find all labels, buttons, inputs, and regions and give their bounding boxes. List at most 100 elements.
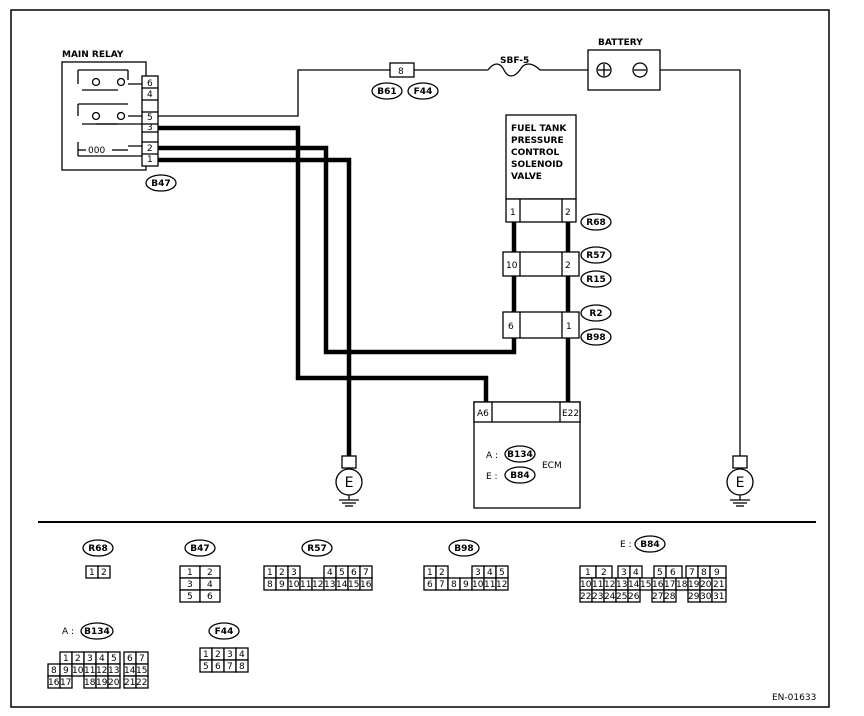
legend-b47: B47 1 2 3 4 5 6 xyxy=(179,539,221,603)
legend-b134-pin: 18 xyxy=(84,678,96,688)
legend-r68-pin: 1 xyxy=(89,568,95,578)
legend-b84-pin: 14 xyxy=(628,580,640,590)
r57-pin-2: 2 xyxy=(565,261,571,271)
ground-right-label: E xyxy=(736,475,745,491)
relay-pin-3: 3 xyxy=(147,123,153,133)
valve-label-line2: PRESSURE xyxy=(511,136,564,146)
legend-tag-f44: F44 xyxy=(215,627,234,637)
legend-b98-pin: 7 xyxy=(439,580,445,590)
legend-b84-pin: 9 xyxy=(714,568,720,578)
legend-b84-pin: 4 xyxy=(633,568,639,578)
legend-r57-pin: 14 xyxy=(336,580,348,590)
legend-b47-pin: 1 xyxy=(187,568,193,578)
legend-b98-pin: 1 xyxy=(427,568,433,578)
main-relay: MAIN RELAY 000 xyxy=(61,50,147,171)
r2-pin-1: 1 xyxy=(566,322,572,332)
legend-b98-pin: 10 xyxy=(472,580,484,590)
battery-label: BATTERY xyxy=(598,38,643,48)
legend-b84-pin: 22 xyxy=(580,592,591,602)
ecm-pin-e22: E22 xyxy=(562,409,579,419)
legend-b47-pin: 4 xyxy=(207,580,213,590)
legend-b84-pin: 1 xyxy=(585,568,591,578)
legend-b98-pin: 9 xyxy=(463,580,469,590)
legend-b98-pin: 11 xyxy=(484,580,495,590)
legend-r57-pin: 7 xyxy=(363,568,369,578)
legend-tag-b84: B84 xyxy=(640,540,659,550)
legend-f44-pin: 4 xyxy=(239,650,245,660)
relay-pin-1: 1 xyxy=(147,155,153,165)
legend-b134-pin: 17 xyxy=(60,678,71,688)
legend-b134-pin: 2 xyxy=(75,654,81,664)
legend-b84-pin: 12 xyxy=(604,580,615,590)
connector-legend: R68 1 2 B47 1 2 3 4 5 6 R57 1 2 3 4 5 6 … xyxy=(47,535,727,689)
legend-b134-pin: 7 xyxy=(139,654,145,664)
legend-f44-pin: 3 xyxy=(227,650,233,660)
legend-b84-pin: 6 xyxy=(670,568,676,578)
legend-b84-pin: 2 xyxy=(601,568,607,578)
legend-b84-pin: 24 xyxy=(604,592,616,602)
relay-pin-5: 5 xyxy=(147,113,153,123)
legend-b84-prefix: E : xyxy=(620,540,632,550)
legend-r57-pin: 13 xyxy=(324,580,335,590)
legend-f44-pin: 5 xyxy=(203,662,209,672)
ecm-prefix-e: E : xyxy=(486,472,498,482)
legend-f44-pin: 2 xyxy=(215,650,221,660)
tag-b134: B134 xyxy=(507,450,533,460)
legend-b134-pin: 3 xyxy=(87,654,93,664)
f44-pin: 8 xyxy=(398,67,404,77)
fuse-label: SBF-5 xyxy=(500,56,529,66)
r57-pin-10: 10 xyxy=(506,261,518,271)
legend-f44-pin: 6 xyxy=(215,662,221,672)
legend-b84-pin: 27 xyxy=(652,592,663,602)
legend-r57-pin: 9 xyxy=(279,580,285,590)
tag-b84: B84 xyxy=(510,471,529,481)
legend-b98-pin: 5 xyxy=(499,568,505,578)
legend-r57-pin: 6 xyxy=(351,568,357,578)
legend-b84-pin: 16 xyxy=(652,580,664,590)
ecm: A6 E22 A : B134 E : B84 ECM xyxy=(473,401,581,509)
legend-r57-pin: 5 xyxy=(339,568,345,578)
legend-b84-pin: 28 xyxy=(664,592,676,602)
legend-b84-pin: 5 xyxy=(657,568,663,578)
legend-b47-pin: 5 xyxy=(187,592,193,602)
legend-b134-pin: 4 xyxy=(99,654,105,664)
legend-b84-pin: 13 xyxy=(616,580,627,590)
legend-r57-pin: 10 xyxy=(288,580,300,590)
legend-b134-prefix: A : xyxy=(62,627,74,637)
r68-pin-1: 1 xyxy=(510,208,516,218)
tag-r2: R2 xyxy=(589,309,602,319)
legend-b84-pin: 26 xyxy=(628,592,640,602)
legend-b134-pin: 12 xyxy=(96,666,107,676)
legend-b84-pin: 8 xyxy=(701,568,707,578)
legend-tag-b47: B47 xyxy=(190,544,209,554)
legend-b98-pin: 3 xyxy=(475,568,481,578)
legend-b98-pin: 4 xyxy=(487,568,493,578)
legend-b84-pin: 25 xyxy=(616,592,627,602)
solenoid-valve: FUEL TANK PRESSURE CONTROL SOLENOID VALV… xyxy=(505,114,577,223)
legend-b84-pin: 20 xyxy=(700,580,712,590)
valve-label-line1: FUEL TANK xyxy=(511,124,567,134)
figure-id: EN-01633 xyxy=(772,693,816,703)
connector-r2-b98: 6 1 xyxy=(502,311,580,339)
legend-b98-pin: 2 xyxy=(439,568,445,578)
legend-b98: B98 1 2 3 4 5 6 7 8 9 10 11 12 xyxy=(423,539,509,591)
legend-r57-pin: 1 xyxy=(267,568,273,578)
legend-b84-pin: 30 xyxy=(700,592,712,602)
connector-r57-r15: 10 2 xyxy=(502,251,580,277)
legend-b84-pin: 3 xyxy=(621,568,627,578)
legend-b84-pin: 7 xyxy=(689,568,695,578)
legend-r57-pin: 15 xyxy=(348,580,359,590)
legend-r57-pin: 3 xyxy=(291,568,297,578)
legend-b98-pin: 8 xyxy=(451,580,457,590)
legend-r68-pin: 2 xyxy=(101,568,107,578)
coil-symbol: 000 xyxy=(88,146,105,156)
legend-b84-pin: 17 xyxy=(664,580,675,590)
ecm-label: ECM xyxy=(542,461,562,471)
legend-f44-pin: 1 xyxy=(203,650,209,660)
tag-f44: F44 xyxy=(414,87,433,97)
legend-b134-pin: 5 xyxy=(111,654,117,664)
legend-r57-pin: 11 xyxy=(300,580,311,590)
legend-r68: R68 1 2 xyxy=(82,539,114,579)
valve-label-line5: VALVE xyxy=(511,172,542,182)
